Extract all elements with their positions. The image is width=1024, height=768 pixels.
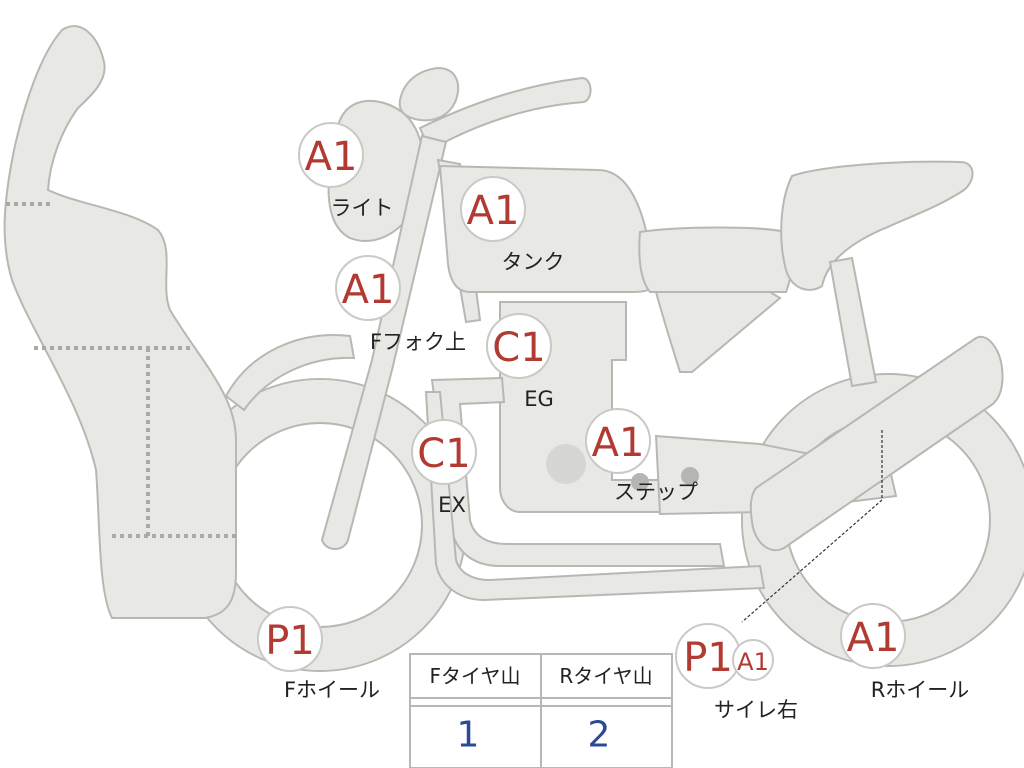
front-fender xyxy=(224,334,356,412)
muffler-right-grade-sub: A1 xyxy=(737,648,769,676)
muffler-right-grade-main: P1 xyxy=(683,635,733,681)
fork-upper-grade-badge: A1 xyxy=(335,255,401,321)
rear-tire-header: Rタイヤ山 xyxy=(559,664,652,688)
mirror xyxy=(398,66,460,122)
step-grade-badge: A1 xyxy=(585,408,651,474)
light-grade-badge: A1 xyxy=(298,122,364,188)
engine-label: EG xyxy=(524,387,554,411)
front-wheel-grade-badge: P1 xyxy=(257,606,323,672)
tank-label: タンク xyxy=(502,250,565,274)
muffler xyxy=(749,335,1004,551)
step-grade: A1 xyxy=(592,420,645,466)
front-wheel-label: Fホイール xyxy=(284,678,380,702)
step-label: ステップ xyxy=(614,480,698,504)
light-label: ライト xyxy=(331,196,394,220)
fairing xyxy=(3,25,237,619)
tank-grade-badge: A1 xyxy=(460,176,526,242)
rear-wheel-grade: A1 xyxy=(847,615,900,661)
engine-grade-badge: C1 xyxy=(486,313,552,379)
tire-tread-table: Fタイヤ山 Rタイヤ山 1 2 xyxy=(409,653,673,768)
engine-grade: C1 xyxy=(492,325,545,371)
exhaust-label: EX xyxy=(438,493,466,517)
exhaust-pipe-inner xyxy=(430,376,726,567)
fork-upper-grade: A1 xyxy=(342,267,395,313)
seat-rear xyxy=(780,160,974,291)
fork-upper-label: Fフォク上 xyxy=(370,330,466,354)
muffler-right-sub-grade-badge: A1 xyxy=(732,639,774,681)
rear-tire-value: 2 xyxy=(588,715,611,756)
seat-front xyxy=(638,226,793,293)
exhaust-grade-badge: C1 xyxy=(411,419,477,485)
step-peg-left xyxy=(631,473,649,491)
rear-shock xyxy=(828,256,878,388)
muffler-leader-line xyxy=(741,430,883,623)
exhaust-grade: C1 xyxy=(417,431,470,477)
rear-wheel-grade-badge: A1 xyxy=(840,603,906,669)
rear-wheel-label: Rホイール xyxy=(871,678,970,702)
step-peg-right xyxy=(681,467,699,485)
front-wheel-grade: P1 xyxy=(265,618,315,664)
front-tire-value: 1 xyxy=(457,715,480,756)
muffler-right-grade-badge: P1 xyxy=(675,623,741,689)
exhaust-pipe-outer xyxy=(424,391,766,602)
front-fork xyxy=(320,134,448,550)
tank-grade: A1 xyxy=(467,188,520,234)
front-tire-header: Fタイヤ山 xyxy=(430,664,521,688)
side-cover xyxy=(654,291,782,373)
engine-cover xyxy=(546,444,586,484)
handlebar xyxy=(418,76,592,152)
light-grade: A1 xyxy=(305,134,358,180)
muffler-right-label: サイレ右 xyxy=(714,698,798,722)
